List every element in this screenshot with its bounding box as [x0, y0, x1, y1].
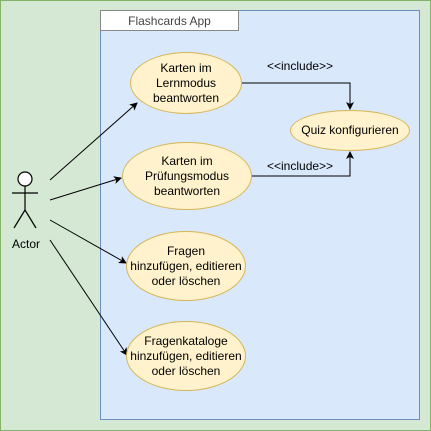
- actor-head: [17, 171, 33, 187]
- association-questions: [49, 219, 127, 264]
- association-learn-mode: [49, 102, 138, 181]
- usecase-manage-questions[interactable]: Fragen hinzufügen, editieren oder lösche…: [126, 231, 246, 301]
- system-title: Flashcards App: [100, 10, 239, 31]
- include-label-learn: <<include>>: [267, 59, 334, 73]
- include-edge-learn: [242, 82, 354, 110]
- usecase-configure-quiz[interactable]: Quiz konfigurieren: [290, 110, 410, 151]
- association-exam-mode: [49, 176, 122, 201]
- include-edge-exam: [252, 151, 354, 177]
- actor-figure: [12, 171, 38, 229]
- association-catalogs: [49, 239, 128, 356]
- actor-right-leg: [24, 209, 37, 229]
- usecase-learn-mode[interactable]: Karten im Lernmodus beantworten: [130, 52, 242, 114]
- usecase-manage-catalogs[interactable]: Fragenkataloge hinzufügen, editieren ode…: [126, 321, 246, 391]
- usecase-exam-mode[interactable]: Karten im Prüfungsmodus beantworten: [122, 142, 252, 210]
- include-label-exam: <<include>>: [267, 159, 334, 173]
- actor-label: Actor: [12, 237, 41, 251]
- actor-left-leg: [13, 209, 26, 229]
